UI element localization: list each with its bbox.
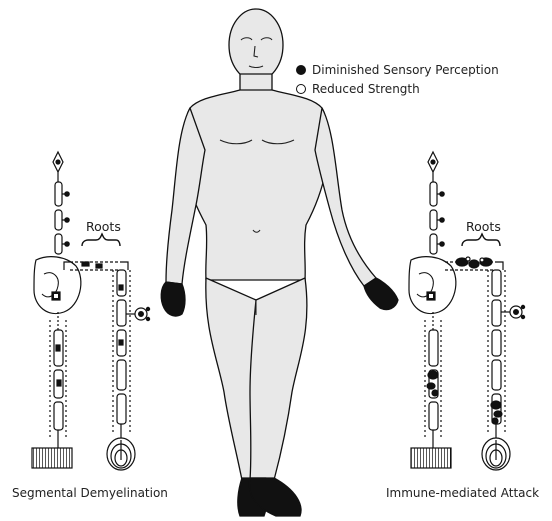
legend-label-sensory: Diminished Sensory Perception	[312, 63, 499, 77]
right-leg	[250, 278, 307, 480]
legend: Diminished Sensory Perception Reduced St…	[296, 60, 499, 98]
neck	[240, 74, 272, 92]
left-roots-label: Roots	[86, 219, 121, 234]
torso	[184, 90, 328, 280]
right-nerve-diagram	[409, 152, 525, 470]
legend-item-strength: Reduced Strength	[296, 79, 499, 98]
left-hand	[161, 282, 185, 316]
left-caption: Segmental Demyelination	[12, 486, 168, 500]
legend-label-strength: Reduced Strength	[312, 82, 420, 96]
right-arm	[315, 108, 376, 286]
right-roots-label: Roots	[466, 219, 501, 234]
legend-item-sensory: Diminished Sensory Perception	[296, 60, 499, 79]
right-caption: Immune-mediated Attack	[386, 486, 539, 500]
right-hand	[364, 278, 398, 310]
head	[229, 9, 283, 81]
left-nerve-diagram	[32, 152, 150, 470]
open-circle-icon	[296, 84, 306, 94]
filled-circle-icon	[296, 65, 306, 75]
